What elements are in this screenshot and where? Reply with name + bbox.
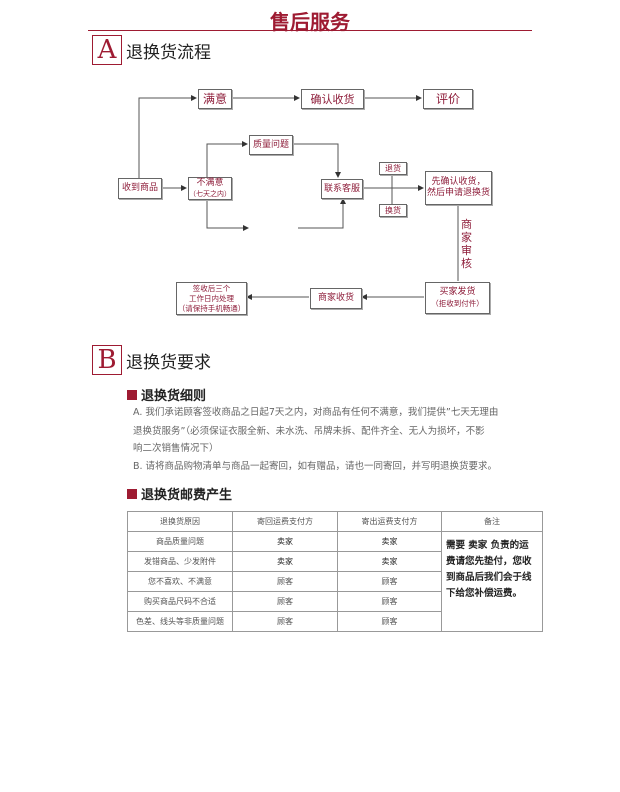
- table-cell: 色差、线头等非质量问题: [127, 611, 233, 632]
- table-header: 寄回运费支付方: [232, 511, 338, 532]
- table-cell: 顾客: [232, 571, 338, 592]
- flowchart-connectors: [138, 95, 459, 300]
- table-row: 色差、线头等非质量问题 顾客 顾客: [127, 611, 543, 632]
- flow-within-7-days: （七天之内）: [189, 189, 231, 198]
- flow-return: 退货: [379, 162, 407, 175]
- rule-a-line3: 响二次销售情况下）: [133, 443, 219, 454]
- table-cell: 购买商品尺码不合适: [127, 591, 233, 612]
- flow-merchant-audit: 商家审核: [461, 216, 473, 272]
- table-header-row: 退换货原因 寄回运费支付方 寄出运费支付方 备注: [127, 511, 543, 532]
- postage-heading: 退换货邮费产生: [127, 484, 232, 503]
- table-cell: 顾客: [337, 591, 442, 612]
- rules-text: A. 我们承诺顾客签收商品之日起7天之内，对商品有任何不满意，我们提供”七天无理…: [133, 403, 543, 476]
- table-header: 退换货原因: [127, 511, 233, 532]
- flow-confirm-first-line1: 先确认收货，: [431, 177, 486, 187]
- rules-heading: 退换货细则: [127, 385, 206, 404]
- flow-contact-service: 联系客服: [321, 179, 363, 199]
- table-header: 备注: [441, 511, 543, 532]
- flow-sign-process: 签收后三个 工作日内处理 （请保持手机畅通）: [176, 282, 247, 315]
- table-cell: 卖家: [232, 551, 338, 572]
- flow-confirm-then-apply: 先确认收货， 然后申请退换货: [425, 171, 492, 205]
- flow-exchange: 换货: [379, 204, 407, 217]
- table-cell: 您不喜欢、不满意: [127, 571, 233, 592]
- table-cell: 卖家: [337, 551, 442, 572]
- rule-a-line2: 退换货服务”（必须保证衣服全新、未水洗、吊牌未拆、配件齐全、无人为损坏，不影: [133, 426, 485, 437]
- square-bullet-icon: [127, 489, 137, 499]
- flow-received: 收到商品: [118, 178, 162, 199]
- table-cell: 顾客: [232, 611, 338, 632]
- flow-sign-line3: （请保持手机畅通）: [177, 303, 246, 313]
- flow-confirm-receipt: 确认收货: [301, 89, 364, 109]
- flow-unsatisfied: 不满意 （七天之内）: [188, 177, 232, 200]
- rule-b: B. 请将商品购物清单与商品一起寄回，如有赠品，请也一同寄回，并写明退换货要求。: [133, 461, 498, 472]
- postage-heading-text: 退换货邮费产生: [141, 488, 233, 503]
- section-b-title: 退换货要求: [126, 353, 211, 373]
- flow-sign-line1: 签收后三个: [192, 283, 231, 293]
- table-note: 需要 卖家 负责的运费请您先垫付，您收到商品后我们会于线下给您补偿运费。: [441, 531, 543, 632]
- flow-merchant-receive: 商家收货: [310, 288, 362, 309]
- flow-quality-issue: 质量问题: [249, 135, 293, 155]
- table-cell: 卖家: [232, 531, 338, 552]
- table-row: 发错商品、少发附件 卖家 卖家: [127, 551, 543, 572]
- flow-confirm-first-line2: 然后申请退换货: [426, 188, 490, 198]
- flow-buyer-ship-note: （拒收到付件）: [431, 299, 484, 308]
- table-header: 寄出运费支付方: [337, 511, 442, 532]
- table-cell: 发错商品、少发附件: [127, 551, 233, 572]
- flow-sign-line2: 工作日内处理: [189, 293, 234, 303]
- section-b-letter: B: [92, 345, 122, 375]
- flow-satisfied: 满意: [198, 89, 232, 109]
- flow-buyer-ship: 买家发货 （拒收到付件）: [425, 282, 490, 314]
- table-cell: 顾客: [337, 571, 442, 592]
- section-a-letter: A: [92, 35, 122, 65]
- flow-review: 评价: [423, 89, 473, 109]
- title-divider: [88, 30, 532, 31]
- rules-heading-text: 退换货细则: [141, 389, 207, 404]
- section-a-title: 退换货流程: [126, 43, 211, 63]
- table-cell: 顾客: [232, 591, 338, 612]
- rule-a-line1: A. 我们承诺顾客签收商品之日起7天之内，对商品有任何不满意，我们提供”七天无理…: [133, 407, 499, 418]
- table-cell: 顾客: [337, 611, 442, 632]
- postage-table: 退换货原因 寄回运费支付方 寄出运费支付方 备注 商品质量问题 卖家 卖家 需要…: [127, 511, 543, 632]
- table-cell: 商品质量问题: [127, 531, 233, 552]
- flow-unsatisfied-label: 不满意: [196, 177, 224, 188]
- table-cell: 卖家: [337, 531, 442, 552]
- square-bullet-icon: [127, 390, 137, 400]
- flow-buyer-ship-label: 买家发货: [439, 287, 476, 297]
- table-row: 商品质量问题 卖家 卖家 需要 卖家 负责的运费请您先垫付，您收到商品后我们会于…: [127, 531, 543, 632]
- table-row: 您不喜欢、不满意 顾客 顾客: [127, 571, 543, 592]
